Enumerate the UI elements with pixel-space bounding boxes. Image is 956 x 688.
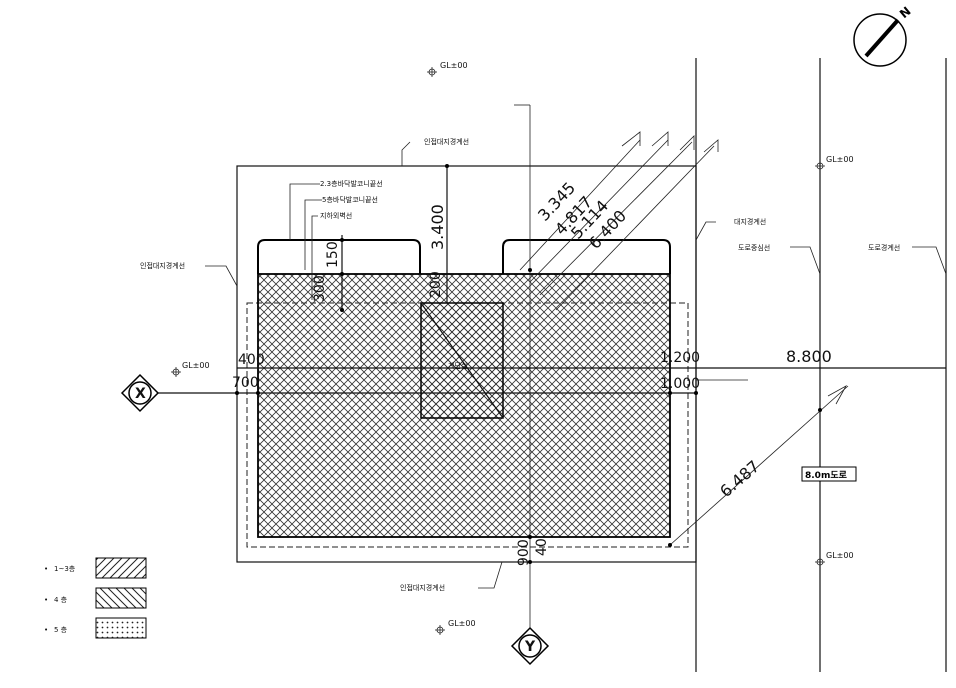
flag-1 (621, 131, 641, 147)
flag-4 (703, 139, 719, 153)
dim-node (235, 391, 239, 395)
dim-150: 150 (325, 241, 341, 268)
svg-text:GL±00: GL±00 (440, 61, 468, 70)
label-site-boundary: 대지경계선 (734, 217, 766, 226)
dim-node (668, 543, 672, 547)
label-adjacent-bottom: 인접대지경계선 (400, 583, 445, 592)
label-basement: 지하외벽선 (320, 211, 352, 220)
balcony-right (502, 239, 671, 274)
label-road-width: 8.0m도로 (805, 470, 848, 481)
gl-marker-right-top: GL±00 (815, 155, 854, 170)
svg-text:GL±00: GL±00 (826, 551, 854, 560)
leader-road-center (790, 246, 821, 275)
diag-6487 (669, 385, 849, 546)
label-balcony23: 2.3층바닥발코니끝선 (320, 179, 383, 188)
label-road-boundary: 도로경계선 (868, 243, 900, 252)
diag-3345 (519, 139, 641, 271)
label-adjacent-left: 인접대지경계선 (140, 261, 185, 270)
flag-5 (827, 384, 848, 405)
gl-marker-left: GL±00 (171, 361, 210, 377)
dim-node (340, 308, 344, 312)
dim-300: 300 (312, 275, 328, 302)
label-balcony5: 5층바닥발코니끝선 (322, 195, 378, 204)
legend-item-4: • 4 층 (44, 587, 147, 609)
dim-node (256, 391, 260, 395)
stair-diagonal (420, 302, 504, 419)
dim-node (445, 164, 449, 168)
diag-4817 (529, 139, 669, 283)
svg-text:5 층: 5 층 (54, 625, 68, 634)
dim-node (818, 408, 822, 412)
svg-text:GL±00: GL±00 (182, 361, 210, 370)
dim-node (340, 272, 344, 276)
dim-1000: 1.000 (660, 376, 700, 392)
gl-marker-bottom: GL±00 (435, 619, 476, 635)
dim-8800: 8.800 (786, 347, 832, 366)
legend-item-1-3: • 1~3층 (44, 557, 147, 579)
dim-node (340, 238, 344, 242)
north-arrow-icon: N (853, 4, 914, 67)
dim-3400: 3.400 (428, 204, 447, 250)
svg-text:•: • (44, 596, 48, 604)
adjacent-boundary (236, 165, 697, 563)
leader-balcony5 (304, 199, 322, 270)
legend: • 1~3층 • 4 층 • 5 층 (44, 557, 147, 639)
gl-marker-top: GL±00 (427, 61, 468, 77)
gl-marker-right-bottom: GL±00 (815, 551, 854, 566)
y-axis-marker: Y (510, 626, 550, 666)
dim-40: 40 (534, 538, 550, 556)
dim-node (528, 535, 532, 539)
svg-text:•: • (44, 626, 48, 634)
svg-text:•: • (44, 565, 48, 573)
dim-node (528, 268, 532, 272)
svg-text:4 층: 4 층 (54, 595, 68, 604)
svg-text:Y: Y (524, 639, 536, 655)
x-axis-marker: X (120, 373, 160, 413)
dim-6487: 6.487 (716, 457, 763, 501)
flag-3 (679, 135, 695, 151)
label-road-center: 도로중심선 (738, 243, 770, 252)
flag-2 (651, 131, 669, 147)
balcony-left (257, 239, 421, 274)
svg-text:GL±00: GL±00 (826, 155, 854, 164)
svg-text:N: N (897, 4, 914, 21)
svg-text:X: X (135, 386, 146, 402)
leader-basement (311, 215, 318, 300)
label-adjacent-top: 인접대지경계선 (424, 137, 469, 146)
leader-site (695, 221, 716, 241)
road-width-box (801, 466, 857, 482)
legend-item-5: • 5 층 (44, 617, 147, 639)
dim-900: 900 (516, 539, 532, 566)
svg-text:GL±00: GL±00 (448, 619, 476, 628)
label-stair: 계단실 (448, 361, 467, 370)
svg-text:1~3층: 1~3층 (54, 564, 76, 573)
leader-bottom-boundary (478, 561, 503, 589)
dim-node (528, 560, 532, 564)
leader-road-boundary (912, 246, 947, 275)
diag-5114 (539, 141, 693, 296)
leader-top-boundary (401, 141, 411, 166)
leader-balcony23 (289, 183, 320, 240)
dim-1200: 1.200 (660, 350, 700, 366)
diag-6400 (555, 145, 715, 311)
dim-node (668, 391, 672, 395)
dim-node (694, 391, 698, 395)
leader-left-boundary (205, 265, 238, 287)
dim-700: 700 (232, 375, 259, 391)
dim-200: 200 (428, 271, 444, 298)
dim-400: 400 (238, 352, 265, 368)
